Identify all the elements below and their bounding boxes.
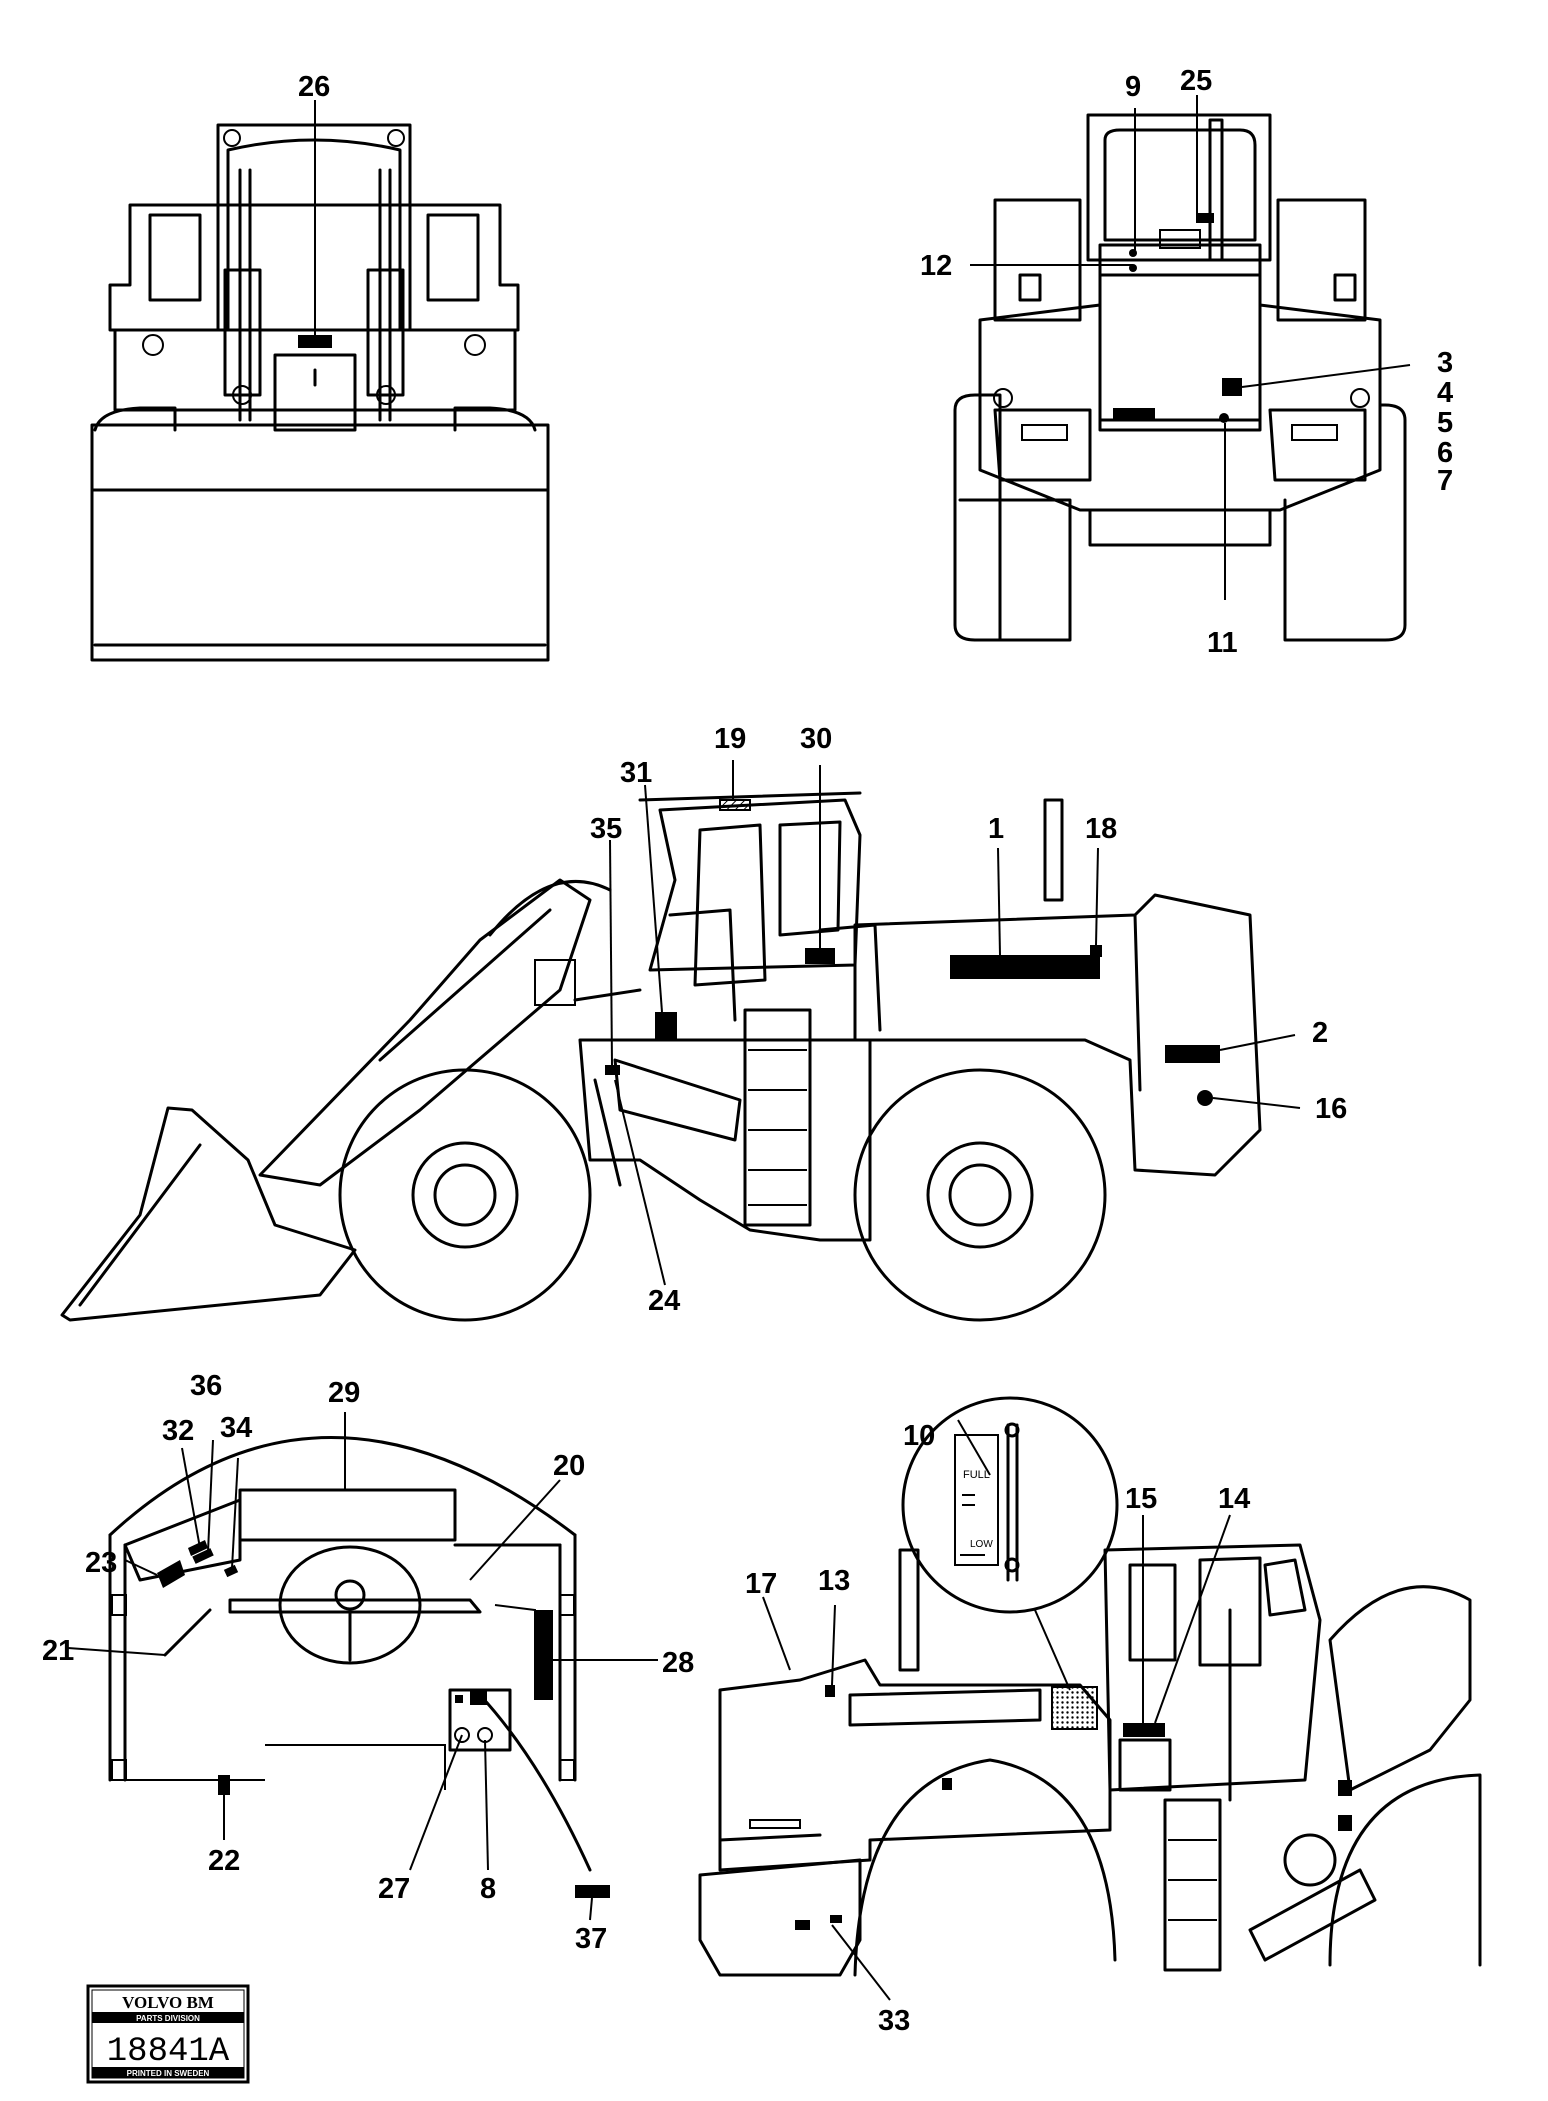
callout-31: 31: [620, 757, 652, 789]
callout-13: 13: [818, 1565, 850, 1597]
callout-27: 27: [378, 1873, 410, 1905]
callout-11: 11: [1207, 627, 1238, 659]
stamp-brand-text: VOLVO BM: [122, 1993, 214, 2012]
callout-35: 35: [590, 813, 622, 845]
interior-view: [108, 1436, 610, 1898]
callout-28: 28: [662, 1647, 694, 1679]
callout-16: 16: [1315, 1093, 1347, 1125]
callout-2: 2: [1312, 1017, 1328, 1049]
callout-26: 26: [298, 71, 330, 103]
callout-7: 7: [1437, 465, 1453, 497]
front-view: [90, 123, 550, 662]
rear-quarter-view: FULL LOW: [698, 1396, 1482, 1977]
stamp-code-text: 18841A: [107, 2033, 230, 2071]
leader-lines: [67, 95, 1411, 2001]
callout-18: 18: [1085, 813, 1117, 845]
callout-34: 34: [220, 1412, 252, 1444]
callout-4: 4: [1437, 377, 1453, 409]
callout-32: 32: [162, 1415, 194, 1447]
callout-23: 23: [85, 1547, 117, 1579]
callout-8: 8: [480, 1873, 496, 1905]
callout-3: 3: [1437, 347, 1453, 379]
callout-9: 9: [1125, 71, 1141, 103]
callout-14: 14: [1218, 1483, 1250, 1515]
callout-24: 24: [648, 1285, 680, 1317]
callout-36: 36: [190, 1370, 222, 1402]
callout-33: 33: [878, 2005, 910, 2037]
gauge-full-label: FULL: [963, 1469, 990, 1481]
callout-22: 22: [208, 1845, 240, 1877]
callout-10: 10: [903, 1420, 935, 1452]
callout-15: 15: [1125, 1483, 1157, 1515]
callout-20: 20: [553, 1450, 585, 1482]
volvo-bm-stamp: VOLVO BM PARTS DIVISION 18841A PRINTED I…: [86, 1984, 250, 2084]
gauge-low-label: LOW: [970, 1539, 993, 1550]
callout-29: 29: [328, 1377, 360, 1409]
callout-6: 6: [1437, 437, 1453, 469]
callout-19: 19: [714, 723, 746, 755]
callout-1: 1: [988, 813, 1004, 845]
callout-30: 30: [800, 723, 832, 755]
callouts: 26 9 25 12 3 4 5 6 7 11 19 30 31 35 1 18…: [42, 65, 1453, 2037]
callout-21: 21: [42, 1635, 74, 1667]
side-view: [60, 791, 1262, 1322]
callout-5: 5: [1437, 407, 1453, 439]
callout-37: 37: [575, 1923, 607, 1955]
rear-view: [953, 113, 1407, 642]
callout-17: 17: [745, 1568, 777, 1600]
stamp-printed-text: PRINTED IN SWEDEN: [127, 2069, 210, 2078]
stamp-division-text: PARTS DIVISION: [136, 2014, 200, 2023]
callout-12: 12: [920, 250, 952, 282]
callout-25: 25: [1180, 65, 1212, 97]
